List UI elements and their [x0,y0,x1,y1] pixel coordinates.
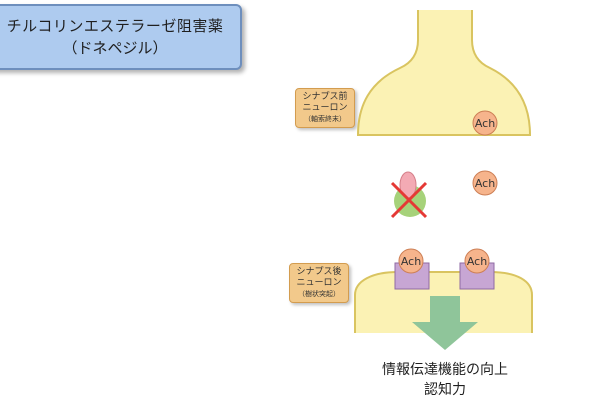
effect-caption-line2: 認知力 [424,382,466,398]
presynaptic-label-line3: （軸索終末） [304,114,346,123]
inhibition-cross-icon [390,181,428,219]
signal-arrow-down [412,296,478,350]
effect-caption-line1: 情報伝達機能の向上 [382,362,508,378]
ach-molecule-bound-left: Ach [398,248,424,274]
svg-text:Ach: Ach [401,255,421,268]
svg-text:Ach: Ach [467,255,487,268]
ach-molecule-cleft: Ach [472,170,498,196]
ach-molecule-release: Ach [472,110,498,136]
presynaptic-terminal [356,10,532,136]
svg-text:Ach: Ach [475,117,495,130]
postsynaptic-label-line1: シナプス後 [296,266,342,277]
ach-molecule-bound-right: Ach [464,248,490,274]
svg-text:Ach: Ach [475,177,495,190]
drug-title-line2: （ドネペジル） [62,39,168,57]
postsynaptic-neuron-label: シナプス後 ニューロン （樹状突起） [289,263,349,303]
drug-title-line1: チルコリンエステラーゼ阻害薬 [6,17,224,35]
drug-title-box: チルコリンエステラーゼ阻害薬 （ドネペジル） [0,4,242,70]
presynaptic-label-line2: ニューロン [302,102,348,113]
postsynaptic-label-line3: （樹状突起） [298,289,340,298]
effect-caption: 情報伝達機能の向上 認知力 [360,360,530,400]
presynaptic-neuron-label: シナプス前 ニューロン （軸索終末） [295,88,355,128]
postsynaptic-label-line2: ニューロン [296,277,342,288]
presynaptic-label-line1: シナプス前 [302,91,348,102]
